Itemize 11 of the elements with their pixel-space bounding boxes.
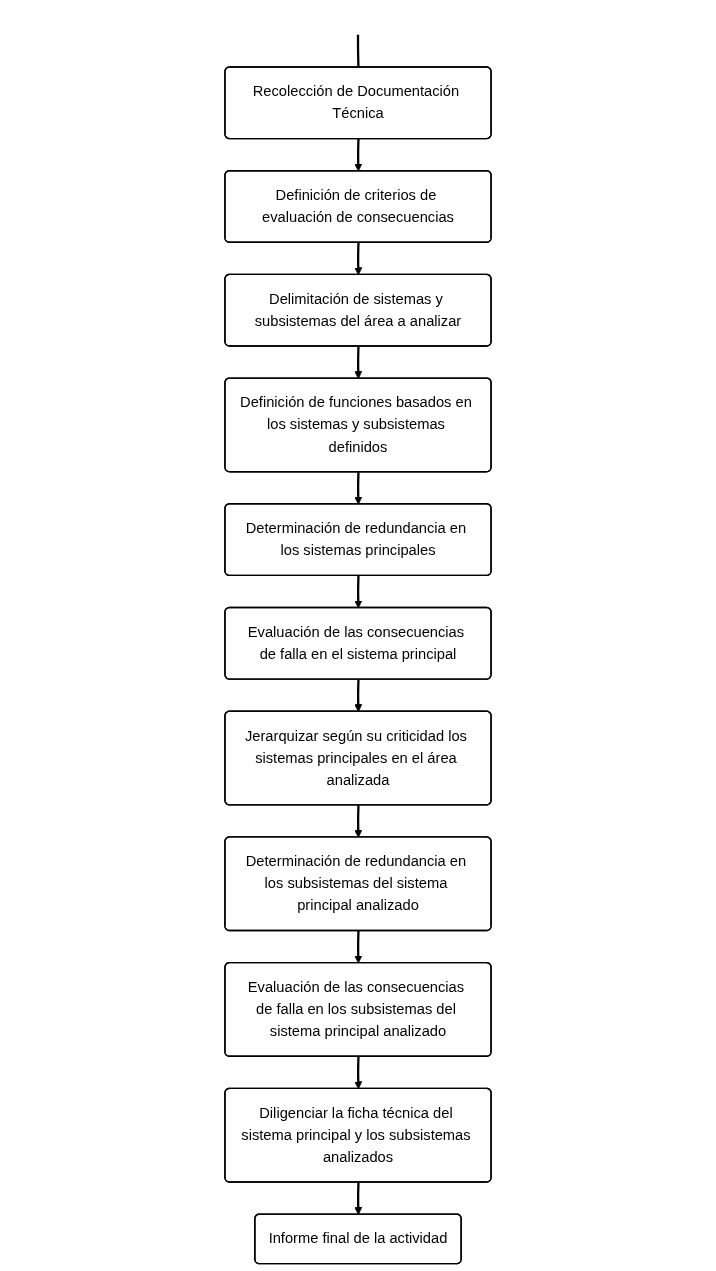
connector xyxy=(356,34,360,68)
arrow xyxy=(354,679,363,713)
arrow xyxy=(354,472,363,505)
arrow xyxy=(354,139,363,172)
arrow xyxy=(354,1182,363,1215)
arrow xyxy=(354,346,363,379)
arrow xyxy=(354,242,363,276)
arrow xyxy=(354,1056,363,1090)
arrow xyxy=(354,805,363,838)
arrow xyxy=(354,575,363,609)
arrow xyxy=(354,930,363,964)
